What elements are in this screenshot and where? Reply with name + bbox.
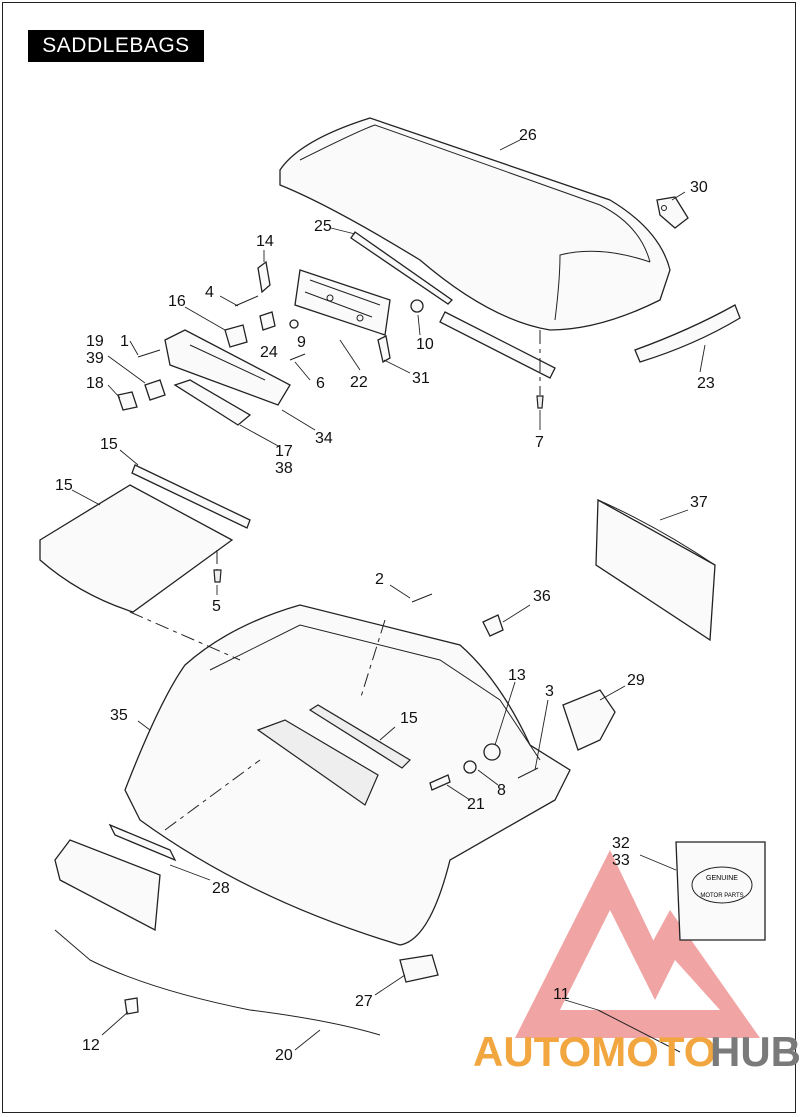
callout-22: 22 (350, 374, 368, 391)
part-21-screw (429, 774, 451, 791)
watermark-text: AUTOMOTO HUB (473, 1028, 800, 1075)
callout-1: 1 (120, 333, 129, 350)
callout-6: 6 (316, 375, 325, 392)
part-24-pin (259, 311, 276, 331)
callout-15-top: 15 (100, 436, 118, 453)
callout-4: 4 (205, 284, 214, 301)
callout-38: 38 (275, 460, 293, 477)
callout-23: 23 (697, 375, 715, 392)
part-14-lever (257, 260, 271, 294)
part-18-cover (117, 391, 138, 411)
part-32-33-box: GENUINE MOTOR PARTS (675, 841, 766, 941)
callout-31: 31 (412, 370, 430, 387)
callout-29: 29 (627, 672, 645, 689)
watermark-part1: AUTOMOTO (473, 1028, 716, 1075)
watermark-logo-icon (515, 850, 760, 1038)
callout-34: 34 (315, 430, 333, 447)
callout-7: 7 (535, 434, 544, 451)
part-20-cable (54, 929, 381, 1036)
callout-36: 36 (533, 588, 551, 605)
part-4-screw (234, 295, 259, 307)
part-23-trim (634, 304, 741, 363)
callout-33: 33 (612, 852, 630, 869)
part-19-screw (137, 349, 161, 358)
callout-15-plate: 15 (55, 477, 73, 494)
callout-12: 12 (82, 1037, 100, 1054)
box-line2: MOTOR PARTS (700, 893, 743, 899)
callout-24: 24 (260, 344, 278, 361)
callout-39: 39 (86, 350, 104, 367)
part-13-washer (483, 743, 501, 761)
part-6-screw (289, 353, 306, 361)
part-27-grip (399, 954, 439, 983)
callout-8: 8 (497, 782, 506, 799)
part-9-nut (289, 319, 299, 329)
callout-11: 11 (553, 986, 570, 1003)
part-29-bracket (562, 689, 616, 751)
part-12-clip (124, 997, 139, 1015)
callout-17: 17 (275, 443, 293, 460)
callout-30: 30 (690, 179, 708, 196)
callout-3: 3 (545, 683, 554, 700)
callout-13: 13 (508, 667, 526, 684)
callout-labels: 26 30 25 14 4 16 1 19 39 18 24 9 6 22 31… (55, 127, 715, 1064)
part-36-plug (482, 614, 504, 637)
callout-19: 19 (86, 333, 104, 350)
part-17-bezel (173, 379, 252, 426)
part-25-strip (350, 231, 454, 305)
callout-16: 16 (168, 293, 186, 310)
part-37-pouch (595, 498, 716, 642)
callout-28: 28 (212, 880, 230, 897)
part-11-tie (597, 1009, 681, 1053)
box-line1: GENUINE (706, 875, 738, 882)
callout-20: 20 (275, 1047, 293, 1064)
callout-10: 10 (416, 336, 434, 353)
callout-37: 37 (690, 494, 708, 511)
part-31-lever (377, 335, 391, 363)
part-2-screw (411, 593, 433, 603)
part-28-latch (54, 823, 177, 932)
page-title: SADDLEBAGS (28, 30, 204, 62)
part-22-latch (294, 269, 391, 336)
callout-35: 35 (110, 707, 128, 724)
callout-26: 26 (519, 127, 537, 144)
watermark-part2: HUB (710, 1028, 800, 1075)
callout-32: 32 (612, 835, 630, 852)
leader-lines (71, 139, 706, 1051)
callout-5: 5 (212, 598, 221, 615)
part-10-grommet (410, 299, 424, 313)
part-8-washer (463, 760, 477, 774)
part-30-bracket (656, 196, 689, 229)
callout-2: 2 (375, 571, 384, 588)
part-15-plate (39, 484, 234, 613)
callout-9: 9 (297, 334, 306, 351)
callout-14: 14 (256, 233, 274, 250)
part-16-lock (224, 324, 248, 348)
callout-21: 21 (467, 796, 485, 813)
part-15-strip-upper (131, 464, 251, 529)
part-7-strap (439, 311, 556, 409)
alignment-lines (129, 611, 386, 831)
part-35-saddlebag (124, 604, 571, 946)
callout-27: 27 (355, 993, 373, 1010)
callout-18: 18 (86, 375, 104, 392)
saddlebag-lid (279, 117, 671, 331)
part-34-handle (164, 329, 291, 406)
callout-25: 25 (314, 218, 332, 235)
part-39-clip (144, 379, 166, 401)
callout-15-body: 15 (400, 710, 418, 727)
